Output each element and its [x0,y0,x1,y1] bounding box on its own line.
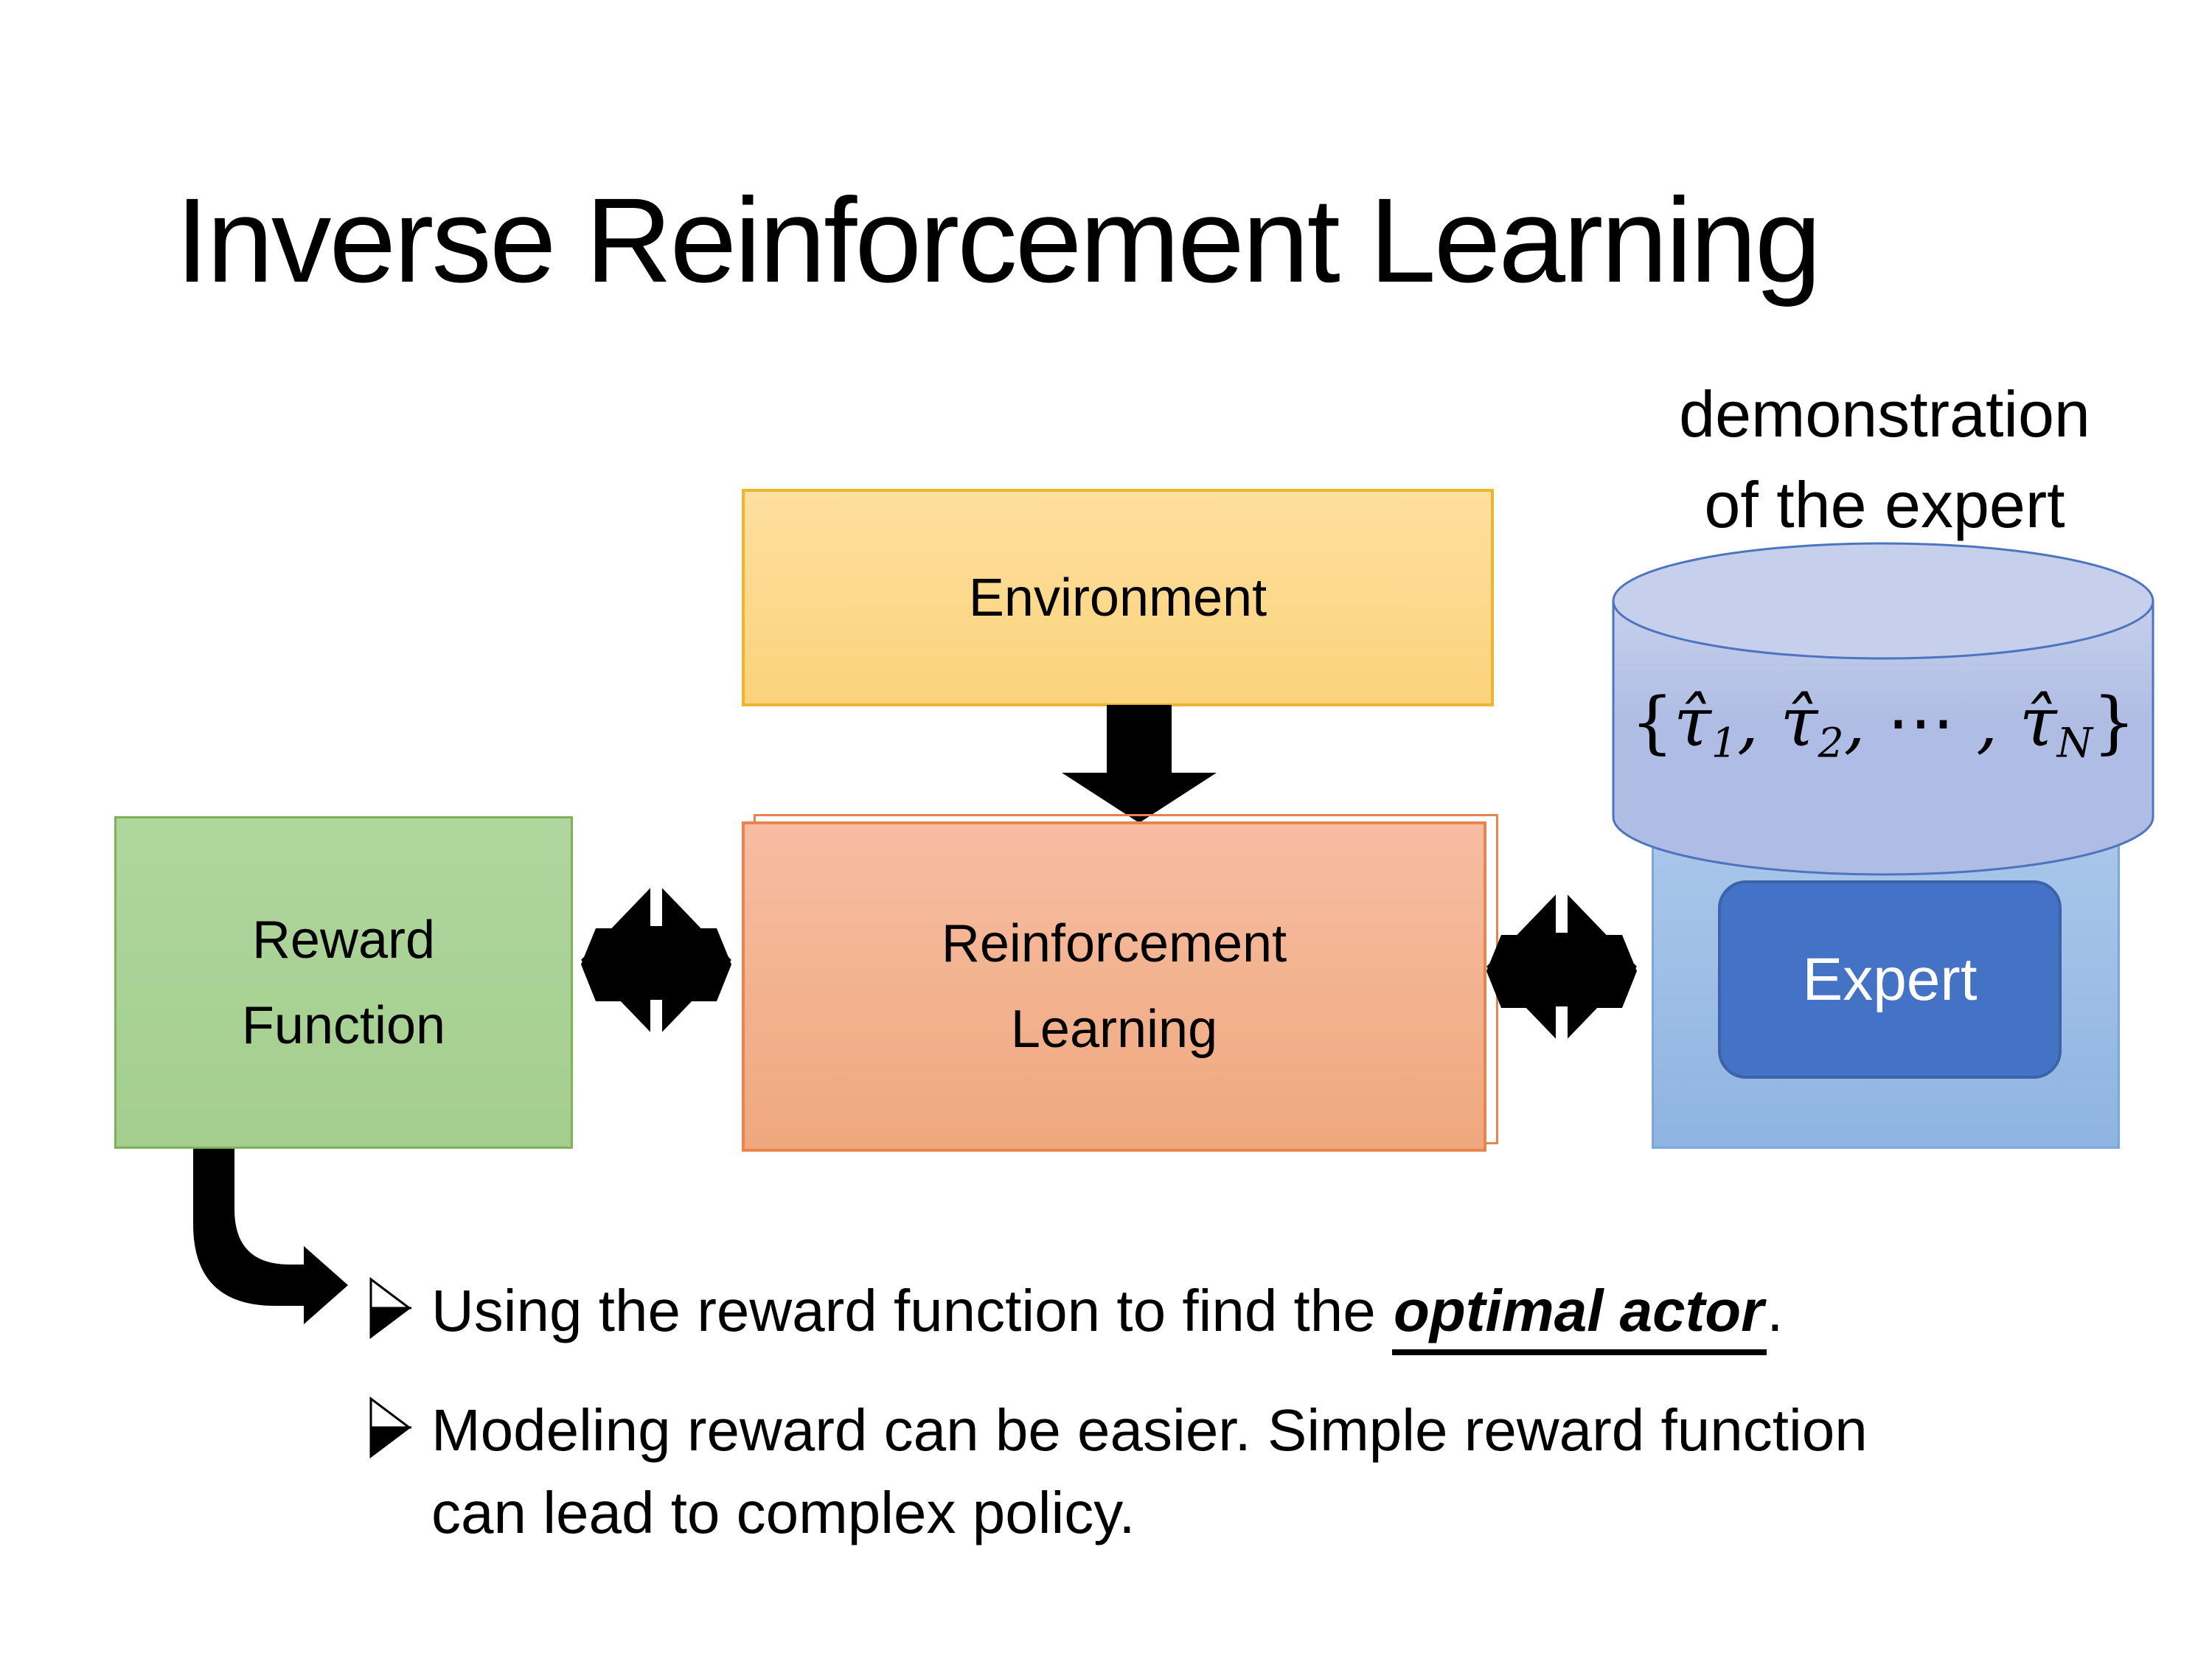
bullet2-text: Modeling reward can be easier. Simple re… [431,1397,1868,1545]
expert-label: Expert [1802,945,1978,1013]
formula-sep3: , [1955,683,2020,762]
elbow-arrow-icon [193,1149,348,1324]
environment-box: Environment [742,489,1494,706]
bullet1-suffix: . [1767,1278,1784,1343]
reward-function-label-line1: Reward [251,910,436,970]
bullet-item-1: Using the reward function to find the op… [431,1270,2127,1355]
bullet1-prefix: Using the reward function to find the [431,1278,1392,1343]
reward-function-box: Reward Function [114,816,573,1149]
demonstration-cylinder [1612,542,2154,876]
formula-rbrace: } [2093,683,2136,762]
bidirectional-arrow-right-icon [1486,888,1637,1045]
formula-sub2: 2 [1818,720,1844,768]
demonstration-caption-line2: of the expert [1704,468,2065,541]
formula-tau1: τ̂ [1674,683,1711,762]
formula-sep2: , [1843,683,1888,762]
reinforcement-learning-label-line2: Learning [1010,1000,1218,1059]
formula-subN: N [2056,720,2093,768]
formula-tauN: τ̂ [2019,683,2057,762]
environment-label: Environment [968,568,1267,627]
demonstration-caption: demonstration of the expert [1627,369,2143,550]
reinforcement-learning-box: Reinforcement Learning [742,821,1486,1152]
down-arrow-icon [1062,705,1217,823]
bullet1-emphasis: optimal actor [1391,1278,1767,1355]
demonstration-caption-line1: demonstration [1679,378,2090,451]
page-title: Inverse Reinforcement Learning [175,173,1821,307]
bidirectional-arrow-left-icon [581,882,731,1038]
formula-tau2: τ̂ [1780,683,1818,762]
formula-lbrace: { [1630,683,1674,762]
trajectory-set-formula: {τ̂1, τ̂2, ⋯ , τ̂N} [1625,672,2141,772]
expert-box: Expert [1718,880,2062,1079]
bullet-arrowhead-icon [369,1397,411,1458]
bullet-arrowhead-icon [369,1277,411,1339]
reward-function-label-line2: Function [241,995,446,1055]
reinforcement-learning-label-line1: Reinforcement [941,914,1287,973]
bullet-item-2: Modeling reward can be easier. Simple re… [431,1389,1869,1554]
formula-dots: ⋯ [1887,683,1955,762]
formula-sub1: 1 [1711,720,1738,768]
formula-sep1: , [1737,683,1781,762]
